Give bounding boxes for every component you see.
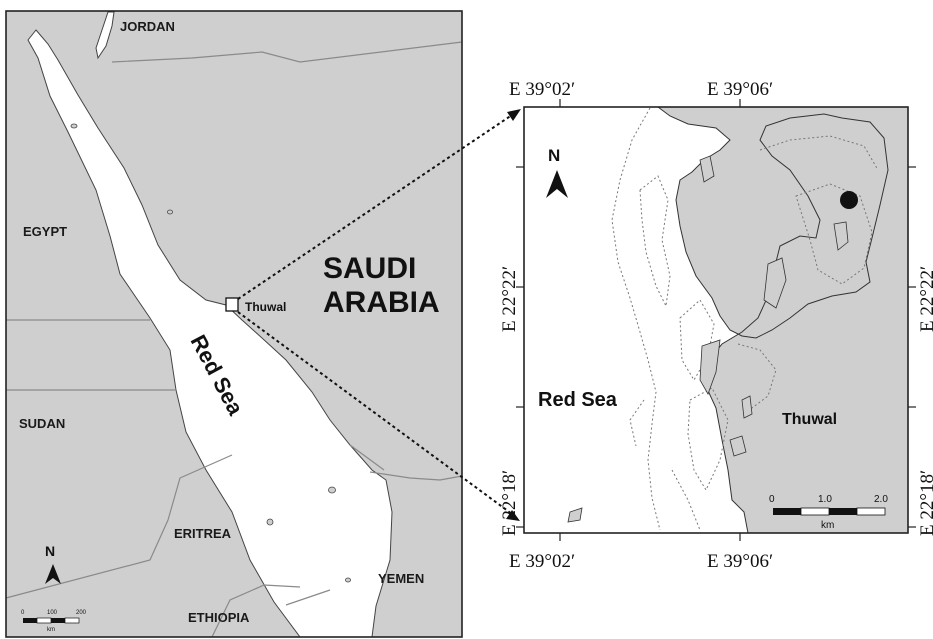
coord-bottom-2: E 39°06′	[707, 551, 773, 572]
coord-bottom-1: E 39°02′	[509, 551, 575, 572]
scale-unit-overview: km	[47, 627, 55, 633]
label-red-sea-detail: Red Sea	[538, 389, 618, 411]
red-sea-water	[27, 29, 393, 638]
scale-tick-0-overview: 0	[21, 610, 25, 616]
label-saudi-arabia-line1: SAUDI	[323, 252, 416, 285]
label-eritrea: ERITREA	[174, 526, 232, 541]
scale-tick-2-detail: 2.0	[874, 494, 888, 505]
scale-tick-1-overview: 100	[47, 610, 58, 616]
islets	[567, 155, 849, 523]
coord-left-1: E 22°22′	[499, 266, 520, 332]
scale-tick-1-detail: 1.0	[818, 494, 832, 505]
detail-frame	[523, 106, 909, 534]
label-egypt: EGYPT	[23, 224, 67, 239]
north-arrow-icon	[45, 564, 61, 584]
north-arrow-overview: N	[45, 543, 61, 584]
label-thuwal-site: Thuwal	[245, 300, 286, 314]
coord-top-2: E 39°06′	[707, 79, 773, 100]
label-yemen: YEMEN	[378, 571, 424, 586]
scale-unit-detail: km	[821, 520, 834, 531]
scale-tick-2-overview: 200	[76, 610, 87, 616]
overview-map: JORDAN EGYPT SAUDI ARABIA SUDAN ERITREA …	[5, 10, 463, 638]
scale-bar-overview: 0 100 200 km	[21, 610, 87, 633]
north-arrow-detail-icon	[546, 170, 568, 198]
coord-top-1: E 39°02′	[509, 79, 575, 100]
north-label-detail: N	[548, 146, 560, 165]
label-sudan: SUDAN	[19, 416, 65, 431]
gulf-of-aqaba	[95, 11, 115, 60]
north-label-overview: N	[45, 543, 55, 559]
site-marker-box	[225, 297, 239, 312]
label-ethiopia: ETHIOPIA	[188, 610, 250, 625]
islands	[70, 123, 351, 583]
label-jordan: JORDAN	[120, 19, 175, 34]
coord-right-2: E 22°18′	[917, 470, 933, 536]
north-arrow-detail: N	[546, 146, 568, 198]
scale-tick-0-detail: 0	[769, 494, 775, 505]
detail-map: Red Sea Thuwal N 0 1.0 2.0 km	[499, 79, 933, 572]
coord-left-2: E 22°18′	[499, 470, 520, 536]
overview-frame	[5, 10, 463, 638]
label-saudi-arabia-line2: ARABIA	[323, 286, 440, 319]
label-thuwal-detail: Thuwal	[782, 411, 837, 428]
coord-right-1: E 22°22′	[917, 266, 933, 332]
country-borders	[5, 41, 463, 638]
connector-arrows	[237, 109, 521, 521]
study-site-dot	[840, 191, 858, 209]
scale-bar-detail: 0 1.0 2.0 km	[769, 494, 888, 531]
frame-ticks	[516, 99, 916, 541]
